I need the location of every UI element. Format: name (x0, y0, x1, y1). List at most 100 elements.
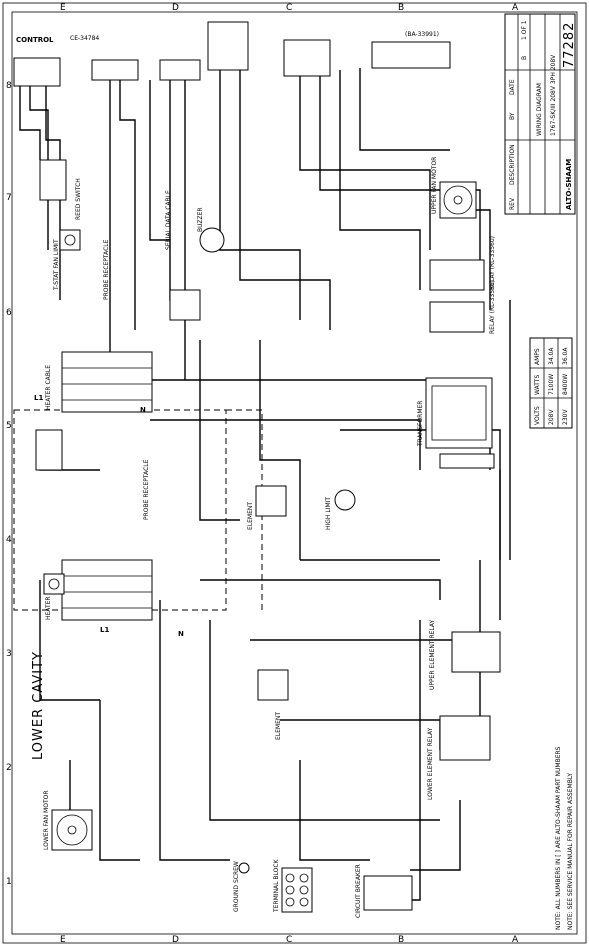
control-board: CONTROL CE-34784 (BA-33991) (13, 21, 451, 87)
tstat-lower (43, 573, 65, 595)
line-label-n-lower: N (178, 630, 184, 638)
element-relay-box (439, 715, 491, 761)
heater-cable-box (61, 351, 153, 413)
element-relay-box (451, 631, 501, 673)
lower-cavity-boundary (226, 409, 263, 610)
zone-letter: E (60, 3, 66, 13)
upper-heater-cable: HEATER CABLE (45, 351, 153, 413)
zone-number: 3 (6, 649, 12, 659)
terminal-block: TERMINAL BLOCK (273, 858, 313, 913)
zone-letter: D (172, 3, 179, 13)
line-label-l1: L1 (34, 394, 43, 402)
line-label-l1-lower: L1 (100, 626, 109, 634)
left-zone-numbers: 8 7 6 5 4 3 2 1 (6, 81, 12, 887)
title-block-size: B (521, 56, 528, 60)
voltage-header-volts: VOLTS (534, 406, 541, 425)
note-2: NOTE: SEE SERVICE MANUAL FOR REPAIR ASSE… (567, 773, 574, 930)
upper-element-label: ELEMENT (247, 502, 254, 530)
voltage-cell: 34.0A (548, 347, 555, 365)
reed-switch-box (39, 159, 67, 201)
upper-fan-motor: UPPER FAN MOTOR (431, 157, 477, 219)
high-limit-label: HIGH LIMIT (325, 497, 332, 530)
tstat-box (43, 573, 65, 595)
inner-border (11, 11, 578, 935)
upper-heater-label: HEATER CABLE (45, 365, 52, 410)
zone-number: 6 (6, 308, 12, 318)
voltage-cell: 208V (548, 409, 555, 425)
voltage-table-frame (529, 337, 573, 429)
transformer-label: TRANSFORMER (417, 401, 424, 447)
zone-letter: C (286, 3, 292, 13)
terminal-block-label: TERMINAL BLOCK (273, 858, 280, 913)
voltage-table: VOLTS WATTS AMPS 208V 7100W 34.0A 230V 8… (529, 337, 573, 429)
control-label: CONTROL (16, 36, 54, 44)
lower-heater-cable: HEATER CABLE (45, 559, 153, 621)
zone-letter: A (512, 935, 519, 945)
reed-switch-upper: REED SWITCH (39, 159, 82, 220)
line-label-n: N (140, 406, 146, 414)
zone-letter: C (286, 935, 292, 945)
lower-cavity-label: LOWER CAVITY (31, 651, 46, 760)
voltage-header-watts: WATTS (534, 375, 541, 395)
control-connector (91, 59, 139, 81)
circuit-breaker: CIRCUIT BREAKER (355, 864, 413, 918)
fan-frame (439, 181, 477, 219)
reed-switch-lower (35, 429, 63, 471)
title-block-title-1: WIRING DIAGRAM (536, 83, 543, 136)
interface-board (371, 41, 451, 69)
voltage-header-amps: AMPS (534, 348, 541, 365)
fan-frame (51, 809, 93, 851)
lower-element-relay: LOWER ELEMENT RELAY (427, 715, 491, 800)
ground-screw: GROUND SCREW (233, 861, 250, 912)
relay-2-label: RELAY (RL-33560) (489, 280, 496, 334)
relay-2: RELAY (RL-33560) (429, 280, 496, 334)
lower-element-assembly: ELEMENT (257, 669, 289, 740)
revision-header: BY (509, 112, 516, 120)
control-connector (13, 57, 61, 87)
circuit-breaker-box (363, 875, 413, 911)
tstat-label: T-STAT FAN LIMIT (53, 239, 60, 291)
relay-1-label: RELAY (RL-33560) (489, 236, 496, 290)
lower-fan-motor: LOWER FAN MOTOR (43, 790, 93, 851)
note-1: NOTE: ALL NUMBERS IN [ ] ARE ALTO-SHAAM … (555, 746, 562, 930)
terminal-block-box (281, 867, 313, 913)
zone-letter: A (512, 3, 519, 13)
zone-number: 8 (6, 81, 12, 91)
buzzer-label: BUZZER (197, 207, 204, 232)
zone-number: 7 (6, 193, 12, 203)
voltage-cell: 7100W (548, 374, 555, 395)
lower-element-relay-label: LOWER ELEMENT RELAY (427, 727, 434, 800)
lower-heater-label: HEATER CABLE (45, 575, 52, 620)
upper-element-assembly: ELEMENT (247, 485, 287, 530)
control-part-label: CE-34784 (70, 35, 99, 42)
title-block-frame (504, 13, 576, 215)
revision-header: REV (509, 197, 516, 210)
transformer-terminal-strip (439, 453, 495, 469)
bottom-zone-letters: E D C B A (60, 935, 519, 945)
zone-number: 1 (6, 877, 12, 887)
zone-letter: E (60, 935, 66, 945)
title-block-drawing-number: 77282 (562, 22, 577, 68)
zone-letter: B (398, 935, 404, 945)
serial-cable-connector (169, 289, 201, 321)
element-box (255, 485, 287, 517)
zone-letter: B (398, 3, 404, 13)
probe-upper-label: PROBE RECEPTACLE (103, 239, 110, 300)
title-block-title-2: 1767-SK/III 208V 3PH 208V (550, 54, 557, 136)
zone-number: 4 (6, 535, 12, 545)
heater-cable-box (61, 559, 153, 621)
board-part-label: (BA-33991) (405, 31, 439, 38)
lower-element-label: ELEMENT (275, 712, 282, 740)
revision-header: DESCRIPTION (509, 144, 516, 185)
revision-header: DATE (509, 79, 516, 95)
upper-fan-label: UPPER FAN MOTOR (431, 157, 438, 214)
voltage-cell: 8400W (562, 374, 569, 395)
zone-number: 2 (6, 763, 12, 773)
control-connector (283, 39, 331, 77)
title-block: ALTO-SHAAM 77282 WIRING DIAGRAM 1767-SK/… (504, 13, 577, 215)
voltage-cell: 230V (562, 409, 569, 425)
voltage-cell: 36.0A (562, 347, 569, 365)
reed-switch-label: REED SWITCH (75, 178, 82, 220)
